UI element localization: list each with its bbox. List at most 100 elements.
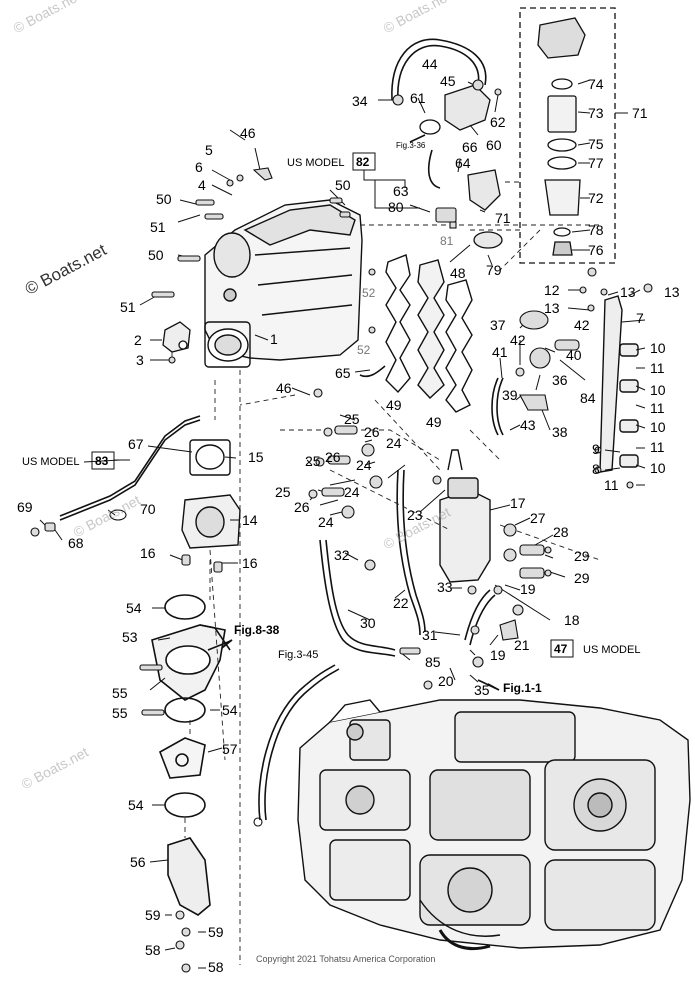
callout-58: 58 — [145, 942, 161, 958]
manifold-gaskets — [385, 254, 473, 413]
callout-51: 51 — [150, 219, 166, 235]
callout-50-b: 50 — [156, 191, 172, 207]
assembly-lines — [171, 181, 601, 965]
callout-10-b: 10 — [650, 382, 666, 398]
callout-20: 20 — [438, 673, 454, 689]
callout-23: 23 — [407, 507, 423, 523]
fasteners — [30, 79, 653, 973]
callout-54-c: 54 — [128, 797, 144, 813]
callout-58-b: 58 — [208, 959, 224, 975]
callout-27: 27 — [530, 510, 546, 526]
callout-37: 37 — [490, 317, 506, 333]
callout-75: 75 — [588, 136, 604, 152]
fig-ref-8-38: Fig.8-38 — [234, 623, 280, 637]
callout-41: 41 — [492, 344, 508, 360]
callout-80: 80 — [388, 199, 404, 215]
callout-22: 22 — [393, 595, 409, 611]
callout-1: 1 — [270, 331, 278, 347]
callout-42-b: 42 — [574, 317, 590, 333]
callout-8: 8 — [592, 461, 600, 477]
callout-10-d: 10 — [650, 460, 666, 476]
callout-73: 73 — [588, 105, 604, 121]
callout-11-c: 11 — [650, 439, 665, 455]
callout-70: 70 — [140, 501, 156, 517]
fig-ref-3-45: Fig.3-45 — [278, 649, 318, 661]
callout-61: 61 — [410, 90, 426, 106]
callout-39: 39 — [502, 387, 518, 403]
callout-71: 71 — [632, 105, 648, 121]
callout-25-b: 25 — [305, 453, 321, 469]
callout-7: 7 — [636, 310, 644, 326]
callout-40: 40 — [566, 347, 582, 363]
callout-45: 45 — [440, 73, 456, 89]
callout-68: 68 — [68, 535, 84, 551]
callout-6: 6 — [195, 159, 203, 175]
callout-11-d: 11 — [604, 477, 619, 493]
callout-25-c: 25 — [275, 484, 291, 500]
callout-19-b: 19 — [490, 647, 506, 663]
callout-65: 65 — [335, 365, 351, 381]
us-model-label-83: US MODEL — [22, 456, 79, 468]
intake-stack — [151, 594, 231, 916]
callout-16-b: 16 — [242, 555, 258, 571]
throttle-sensor — [162, 321, 191, 353]
callout-50-c: 50 — [148, 247, 164, 263]
callout-16: 16 — [140, 545, 156, 561]
callout-29-b: 29 — [574, 570, 590, 586]
callout-24-c: 24 — [344, 484, 360, 500]
callout-49: 49 — [386, 397, 402, 413]
fig-ref-3-36: Fig.3-36 — [396, 141, 426, 150]
callout-36: 36 — [552, 372, 568, 388]
callout-18: 18 — [564, 612, 580, 628]
throttle-body — [181, 439, 241, 549]
callout-48: 48 — [450, 265, 466, 281]
callout-42: 42 — [510, 332, 526, 348]
callout-85: 85 — [425, 654, 441, 670]
callout-24: 24 — [386, 435, 402, 451]
callout-3: 3 — [136, 352, 144, 368]
callout-64: 64 — [455, 155, 471, 171]
callout-60: 60 — [486, 137, 502, 153]
callout-17: 17 — [510, 495, 526, 511]
callout-33: 33 — [437, 579, 453, 595]
callout-50: 50 — [335, 177, 351, 193]
fig-ref-1-1: Fig.1-1 — [503, 681, 542, 695]
model-box-82: 82 — [356, 155, 370, 169]
hoses — [59, 38, 504, 821]
reference-arrows — [207, 134, 500, 691]
callout-9: 9 — [592, 441, 600, 457]
callout-67: 67 — [128, 436, 144, 452]
callout-4: 4 — [198, 177, 206, 193]
model-box-83: 83 — [95, 454, 109, 468]
callout-46: 46 — [240, 125, 256, 141]
callout-69: 69 — [17, 499, 33, 515]
vapor-separator — [439, 449, 491, 583]
callout-46-b: 46 — [276, 380, 292, 396]
callout-54: 54 — [126, 600, 142, 616]
callout-77: 77 — [588, 155, 604, 171]
callout-84: 84 — [580, 390, 596, 406]
fuel-rail — [599, 295, 639, 473]
callout-24-b: 24 — [356, 457, 372, 473]
callout-54-b: 54 — [222, 702, 238, 718]
callout-32: 32 — [334, 547, 350, 563]
callout-44: 44 — [422, 56, 438, 72]
callout-49-b: 49 — [426, 414, 442, 430]
callout-71-b: 71 — [495, 210, 511, 226]
callout-78: 78 — [588, 222, 604, 238]
callout-26-b: 26 — [325, 449, 341, 465]
callout-63: 63 — [393, 183, 409, 199]
us-model-label-47: US MODEL — [583, 644, 640, 656]
callout-28: 28 — [553, 524, 569, 540]
copyright-notice: Copyright 2021 Tohatsu America Corporati… — [256, 954, 436, 964]
callout-81: 81 — [440, 234, 454, 248]
callout-25: 25 — [344, 411, 360, 427]
callout-26: 26 — [364, 424, 380, 440]
callout-51-b: 51 — [120, 299, 136, 315]
callout-13: 13 — [620, 284, 636, 300]
engine-block — [297, 699, 691, 951]
callout-76: 76 — [588, 242, 604, 258]
callout-11-b: 11 — [650, 400, 665, 416]
callout-66: 66 — [462, 139, 478, 155]
